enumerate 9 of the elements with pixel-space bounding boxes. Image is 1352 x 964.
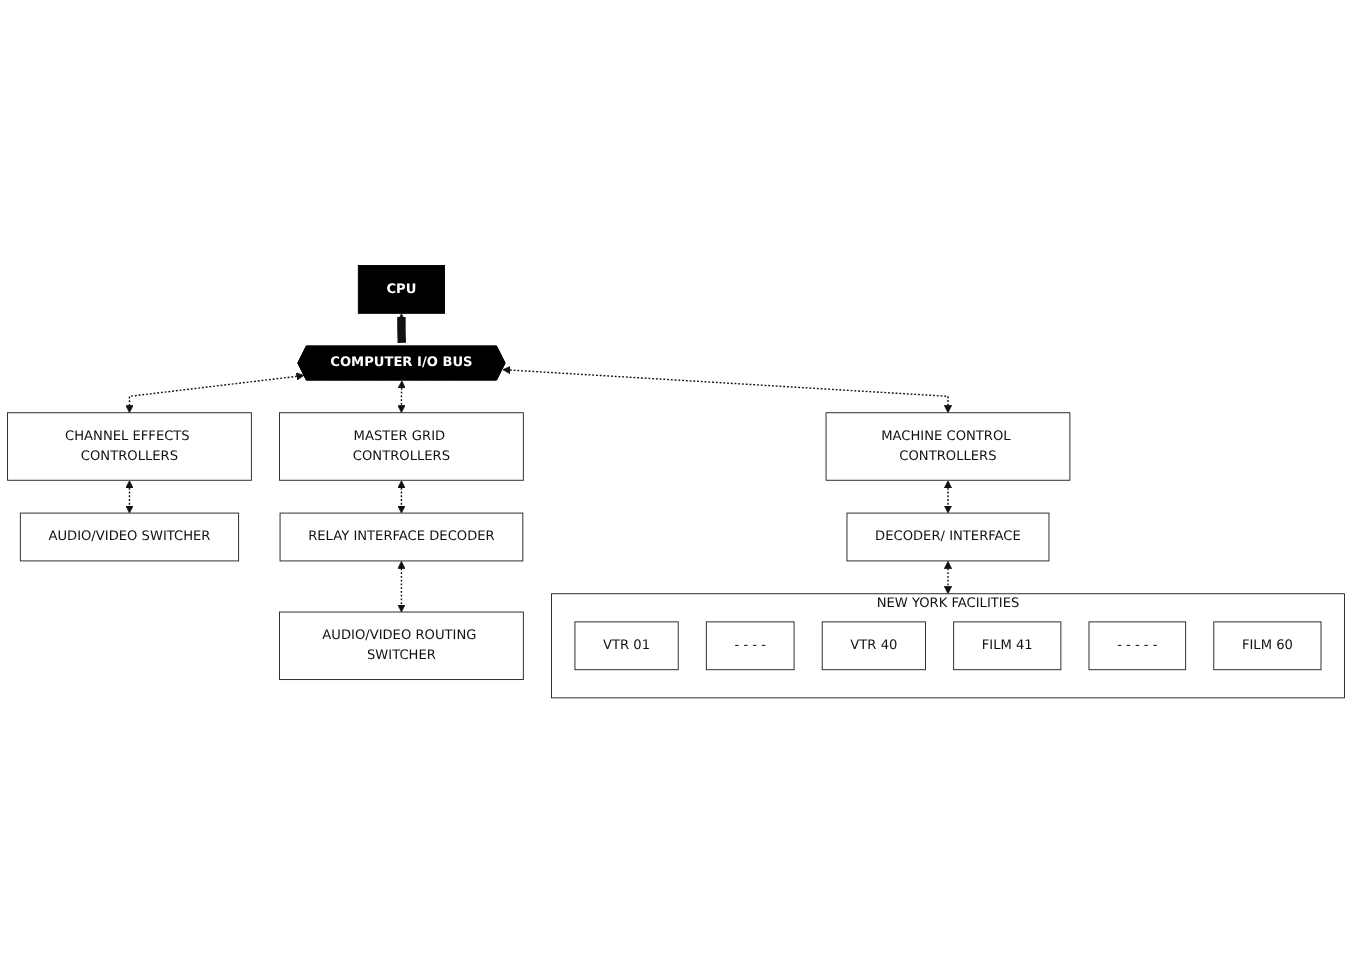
arrow <box>397 480 406 514</box>
arrow <box>397 380 406 414</box>
arrow <box>502 366 953 414</box>
arrow <box>125 372 305 414</box>
arrow <box>397 561 406 613</box>
arrow <box>397 313 406 344</box>
arrow <box>943 480 953 514</box>
arrow <box>943 561 953 595</box>
arrow <box>125 480 134 514</box>
